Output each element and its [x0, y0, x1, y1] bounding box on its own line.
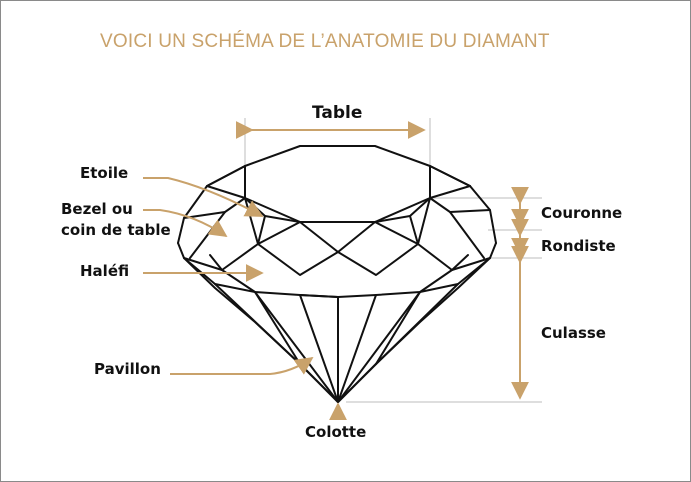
guide-lines: [244, 118, 542, 403]
label-colotte: Colotte: [305, 423, 367, 441]
label-bezel-line2: coin de table: [61, 221, 171, 239]
label-bezel-line1: Bezel ou: [61, 200, 133, 218]
label-table: Table: [312, 103, 363, 123]
label-rondiste: Rondiste: [541, 237, 616, 255]
label-etoile: Etoile: [80, 164, 129, 182]
label-couronne: Couronne: [541, 204, 623, 222]
annotation-arrows: [143, 121, 529, 421]
label-culasse: Culasse: [541, 324, 606, 342]
diamond-outline: [177, 145, 497, 403]
label-halefi: Haléfi: [80, 262, 130, 280]
diagram-title: VOICI UN SCHÉMA DE L’ANATOMIE DU DIAMANT: [100, 31, 550, 52]
label-pavillon: Pavillon: [94, 360, 161, 378]
